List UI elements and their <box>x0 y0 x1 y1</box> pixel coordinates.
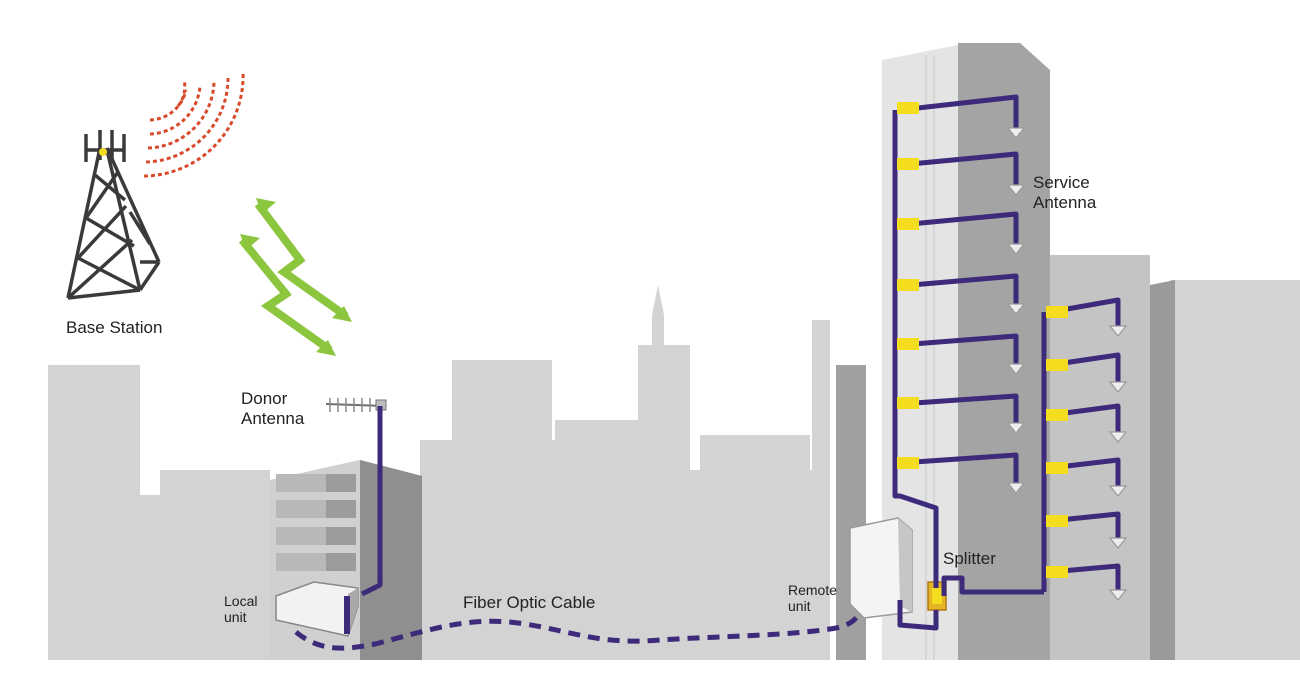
remote-unit-label: Remote unit <box>788 582 837 614</box>
fiber-optic-cable-label: Fiber Optic Cable <box>463 593 596 612</box>
service-antenna-label-line2: Antenna <box>1033 192 1097 212</box>
local-unit-label: Local unit <box>224 593 257 625</box>
tower-beacon-icon <box>99 148 107 156</box>
fiber-optic-cable-line <box>294 610 863 651</box>
donor-antenna-label: Donor Antenna <box>241 389 304 428</box>
service-antenna-label: Service Antenna <box>1033 173 1096 212</box>
remote-unit-label-line1: Remote <box>788 582 838 598</box>
service-antenna-label-line1: Service <box>1033 173 1090 192</box>
service-antennas-icon <box>1006 127 1128 601</box>
base-station-label: Base Station <box>66 318 163 337</box>
donor-antenna-label-line1: Donor <box>241 389 288 408</box>
coaxial-cables <box>360 94 1121 631</box>
radio-waves-icon <box>143 71 245 178</box>
local-unit-label-line2: unit <box>224 609 247 626</box>
local-unit-icon <box>275 581 359 637</box>
signal-arrowheads-icon <box>240 198 352 356</box>
donor-antenna-label-line2: Antenna <box>241 408 305 428</box>
splitter-label: Splitter <box>943 549 996 568</box>
signal-arrows-icon <box>238 201 349 354</box>
high-rise-buildings <box>836 43 1175 660</box>
donor-antenna-icon <box>325 398 387 412</box>
remote-unit-icon <box>849 517 913 619</box>
remote-unit-label-line2: unit <box>788 598 811 615</box>
local-unit-label-line1: Local <box>224 593 258 609</box>
couplers-icon <box>897 102 1068 578</box>
base-station-tower-icon <box>66 130 161 300</box>
